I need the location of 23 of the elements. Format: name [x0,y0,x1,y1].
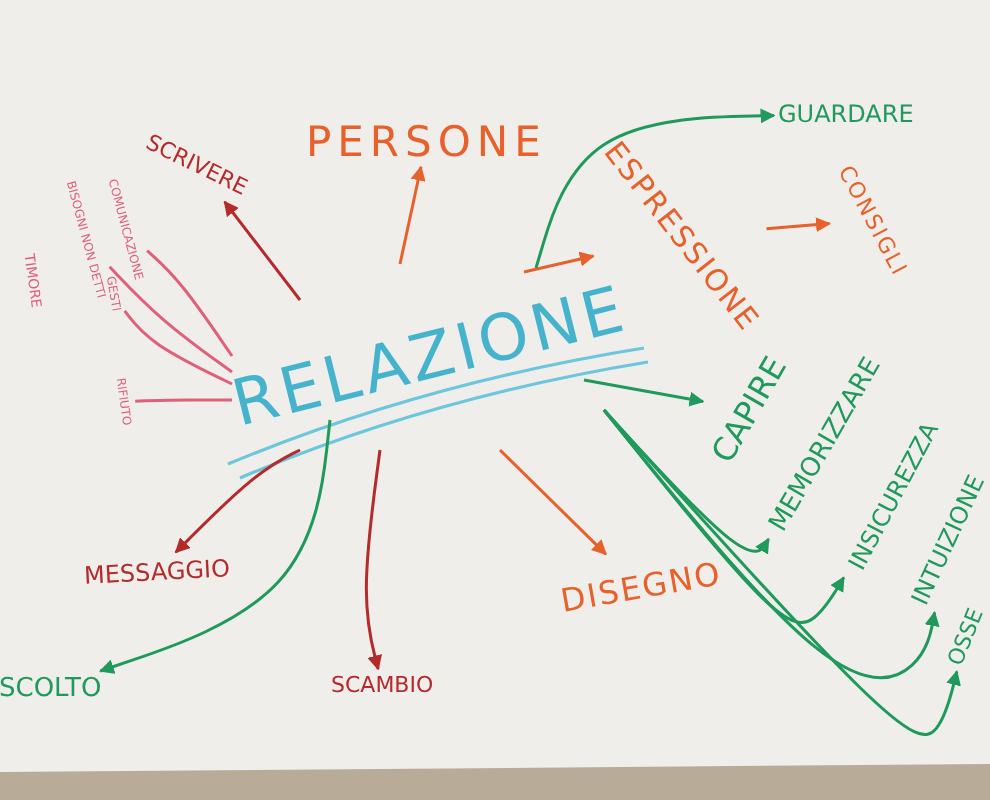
branch-topic: PERSONE [306,121,547,163]
branch-topic: OSSE [944,604,987,668]
arrow [523,251,595,274]
arrow [364,449,382,671]
arrow [583,378,705,407]
arrow [223,200,302,301]
branch-topic: SCOLTO [0,675,102,701]
arrow [98,419,332,674]
branch-topic: SCAMBIO [331,673,434,695]
arrow [602,409,846,625]
arrow [766,217,831,233]
branch-topic: MESSAGGIO [82,556,230,588]
branch-topic: GUARDARE [778,102,914,126]
connector-line [146,249,234,357]
connector-line [108,265,233,374]
arrow [534,108,776,269]
branch-topic: DISEGNO [557,558,724,618]
arrow [602,409,961,736]
arrow [398,165,426,265]
connector-line [135,398,232,403]
arrow [498,448,607,556]
arrow [174,448,301,554]
connector-line [123,310,233,386]
